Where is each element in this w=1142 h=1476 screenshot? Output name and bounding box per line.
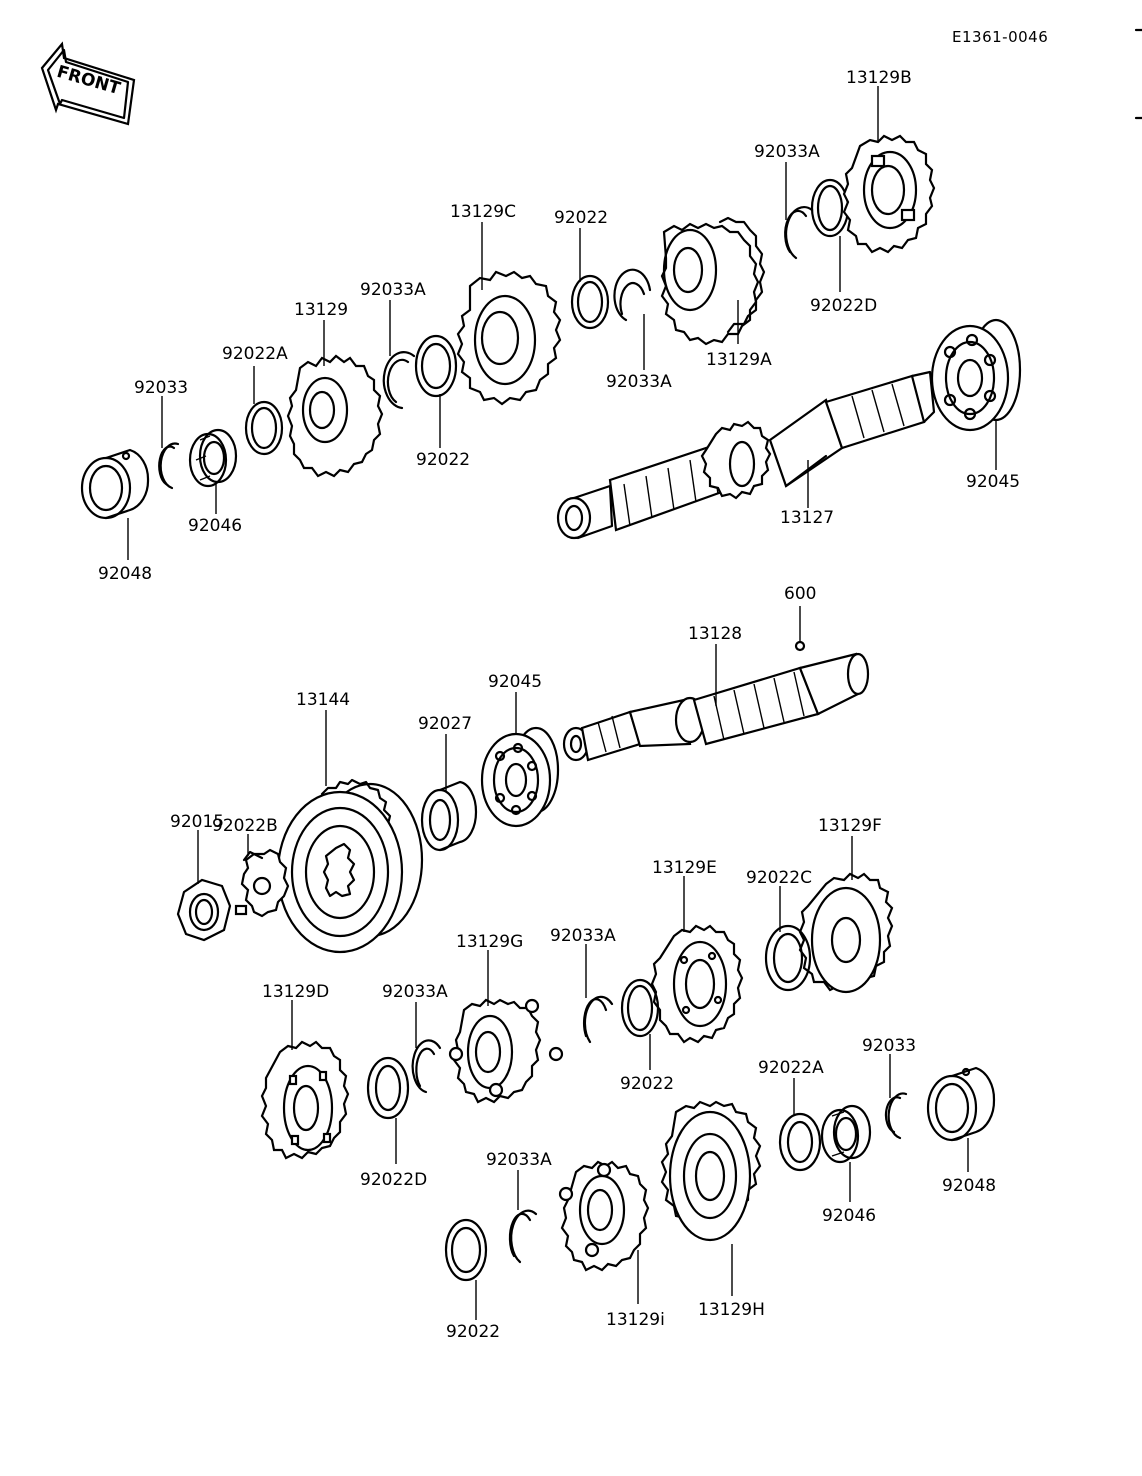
gear-13129A (660, 216, 766, 346)
label-13127: 13127 (780, 508, 835, 528)
washer-92022-upper-2 (570, 274, 610, 330)
gear-13129C (456, 270, 562, 406)
circlip-92033A-upper-1 (382, 351, 416, 410)
needle-bearing-92046-upper (188, 428, 238, 488)
label-92033A: 92033A (606, 372, 672, 392)
label-92022D: 92022D (810, 296, 878, 316)
label-13129D: 13129D (262, 982, 330, 1002)
shaft-13127 (556, 370, 936, 540)
collar-92027 (420, 780, 478, 852)
label-92022A: 92022A (758, 1058, 824, 1078)
label-13129A: 13129A (706, 350, 772, 370)
label-92033A: 92033A (486, 1150, 552, 1170)
washer-92022-lower (444, 1218, 488, 1282)
gear-13129i (558, 1160, 650, 1272)
circlip-92033A-upper-3 (784, 206, 814, 260)
needle-bearing-92046-lower (820, 1104, 872, 1164)
washer-92022-mid (620, 978, 660, 1038)
label-92033A: 92033A (382, 982, 448, 1002)
washer-92022A-lower (778, 1112, 822, 1172)
circlip-92033A-lower (508, 1209, 538, 1264)
gear-13129D (260, 1040, 350, 1160)
bearing-92045-lower (480, 726, 560, 828)
circlip-92033A-mid-2 (411, 1039, 442, 1094)
label-92048: 92048 (942, 1176, 997, 1196)
label-92022: 92022 (620, 1074, 675, 1094)
label-13129: 13129 (294, 300, 349, 320)
label-13129E: 13129E (652, 858, 717, 878)
label-92027: 92027 (418, 714, 473, 734)
shaft-13128 (562, 652, 870, 762)
gear-13129 (286, 354, 384, 478)
label-13129F: 13129F (818, 816, 882, 836)
label-13128: 13128 (688, 624, 743, 644)
washer-92022D-lower (366, 1056, 410, 1120)
washer-92022C (764, 924, 812, 992)
label-92033A: 92033A (550, 926, 616, 946)
lock-washer-92022B (234, 848, 290, 918)
label-92022A: 92022A (222, 344, 288, 364)
collar-92048-lower (926, 1066, 996, 1142)
diagram-code: E1361-0046 (952, 28, 1049, 46)
label-92045: 92045 (966, 472, 1021, 492)
leader-lines (127, 86, 997, 1320)
gear-13129E (650, 924, 744, 1044)
label-13129i: 13129i (606, 1310, 665, 1330)
label-92022: 92022 (446, 1322, 501, 1342)
circlip-92033-upper (158, 442, 180, 490)
label-92033: 92033 (862, 1036, 917, 1056)
washer-92022A-upper (244, 400, 284, 456)
circlip-92033-lower (884, 1092, 908, 1140)
label-92046: 92046 (188, 516, 243, 536)
label-92033A: 92033A (754, 142, 820, 162)
label-13129C: 13129C (450, 202, 516, 222)
label-92022D: 92022D (360, 1170, 428, 1190)
front-arrow-icon (40, 41, 136, 126)
corner-marks (1134, 28, 1142, 120)
sprocket-13144 (276, 778, 424, 954)
label-92015: 92015 (170, 812, 225, 832)
bearing-92045-upper (930, 318, 1022, 432)
label-92022C: 92022C (746, 868, 812, 888)
label-13144: 13144 (296, 690, 351, 710)
key-600 (794, 606, 806, 652)
gear-13129G (448, 998, 564, 1104)
circlip-92033A-upper-2 (613, 268, 652, 322)
collar-92048-upper (80, 448, 150, 520)
gear-13129F (798, 872, 894, 994)
nut-92015 (176, 878, 232, 942)
label-92048: 92048 (98, 564, 153, 584)
label-13129G: 13129G (456, 932, 524, 952)
gear-13129H (660, 1100, 762, 1242)
washer-92022-upper-1 (414, 334, 458, 398)
circlip-92033A-mid-1 (583, 995, 614, 1044)
label-92033: 92033 (134, 378, 189, 398)
label-92046: 92046 (822, 1206, 877, 1226)
label-92022B: 92022B (212, 816, 278, 836)
label-92033A: 92033A (360, 280, 426, 300)
gear-13129B (842, 134, 936, 254)
label-92022: 92022 (554, 208, 609, 228)
label-92045: 92045 (488, 672, 543, 692)
label-13129B: 13129B (846, 68, 912, 88)
label-600: 600 (784, 584, 817, 604)
washer-92022D-upper (810, 178, 850, 238)
label-13129H: 13129H (698, 1300, 765, 1320)
label-92022: 92022 (416, 450, 471, 470)
